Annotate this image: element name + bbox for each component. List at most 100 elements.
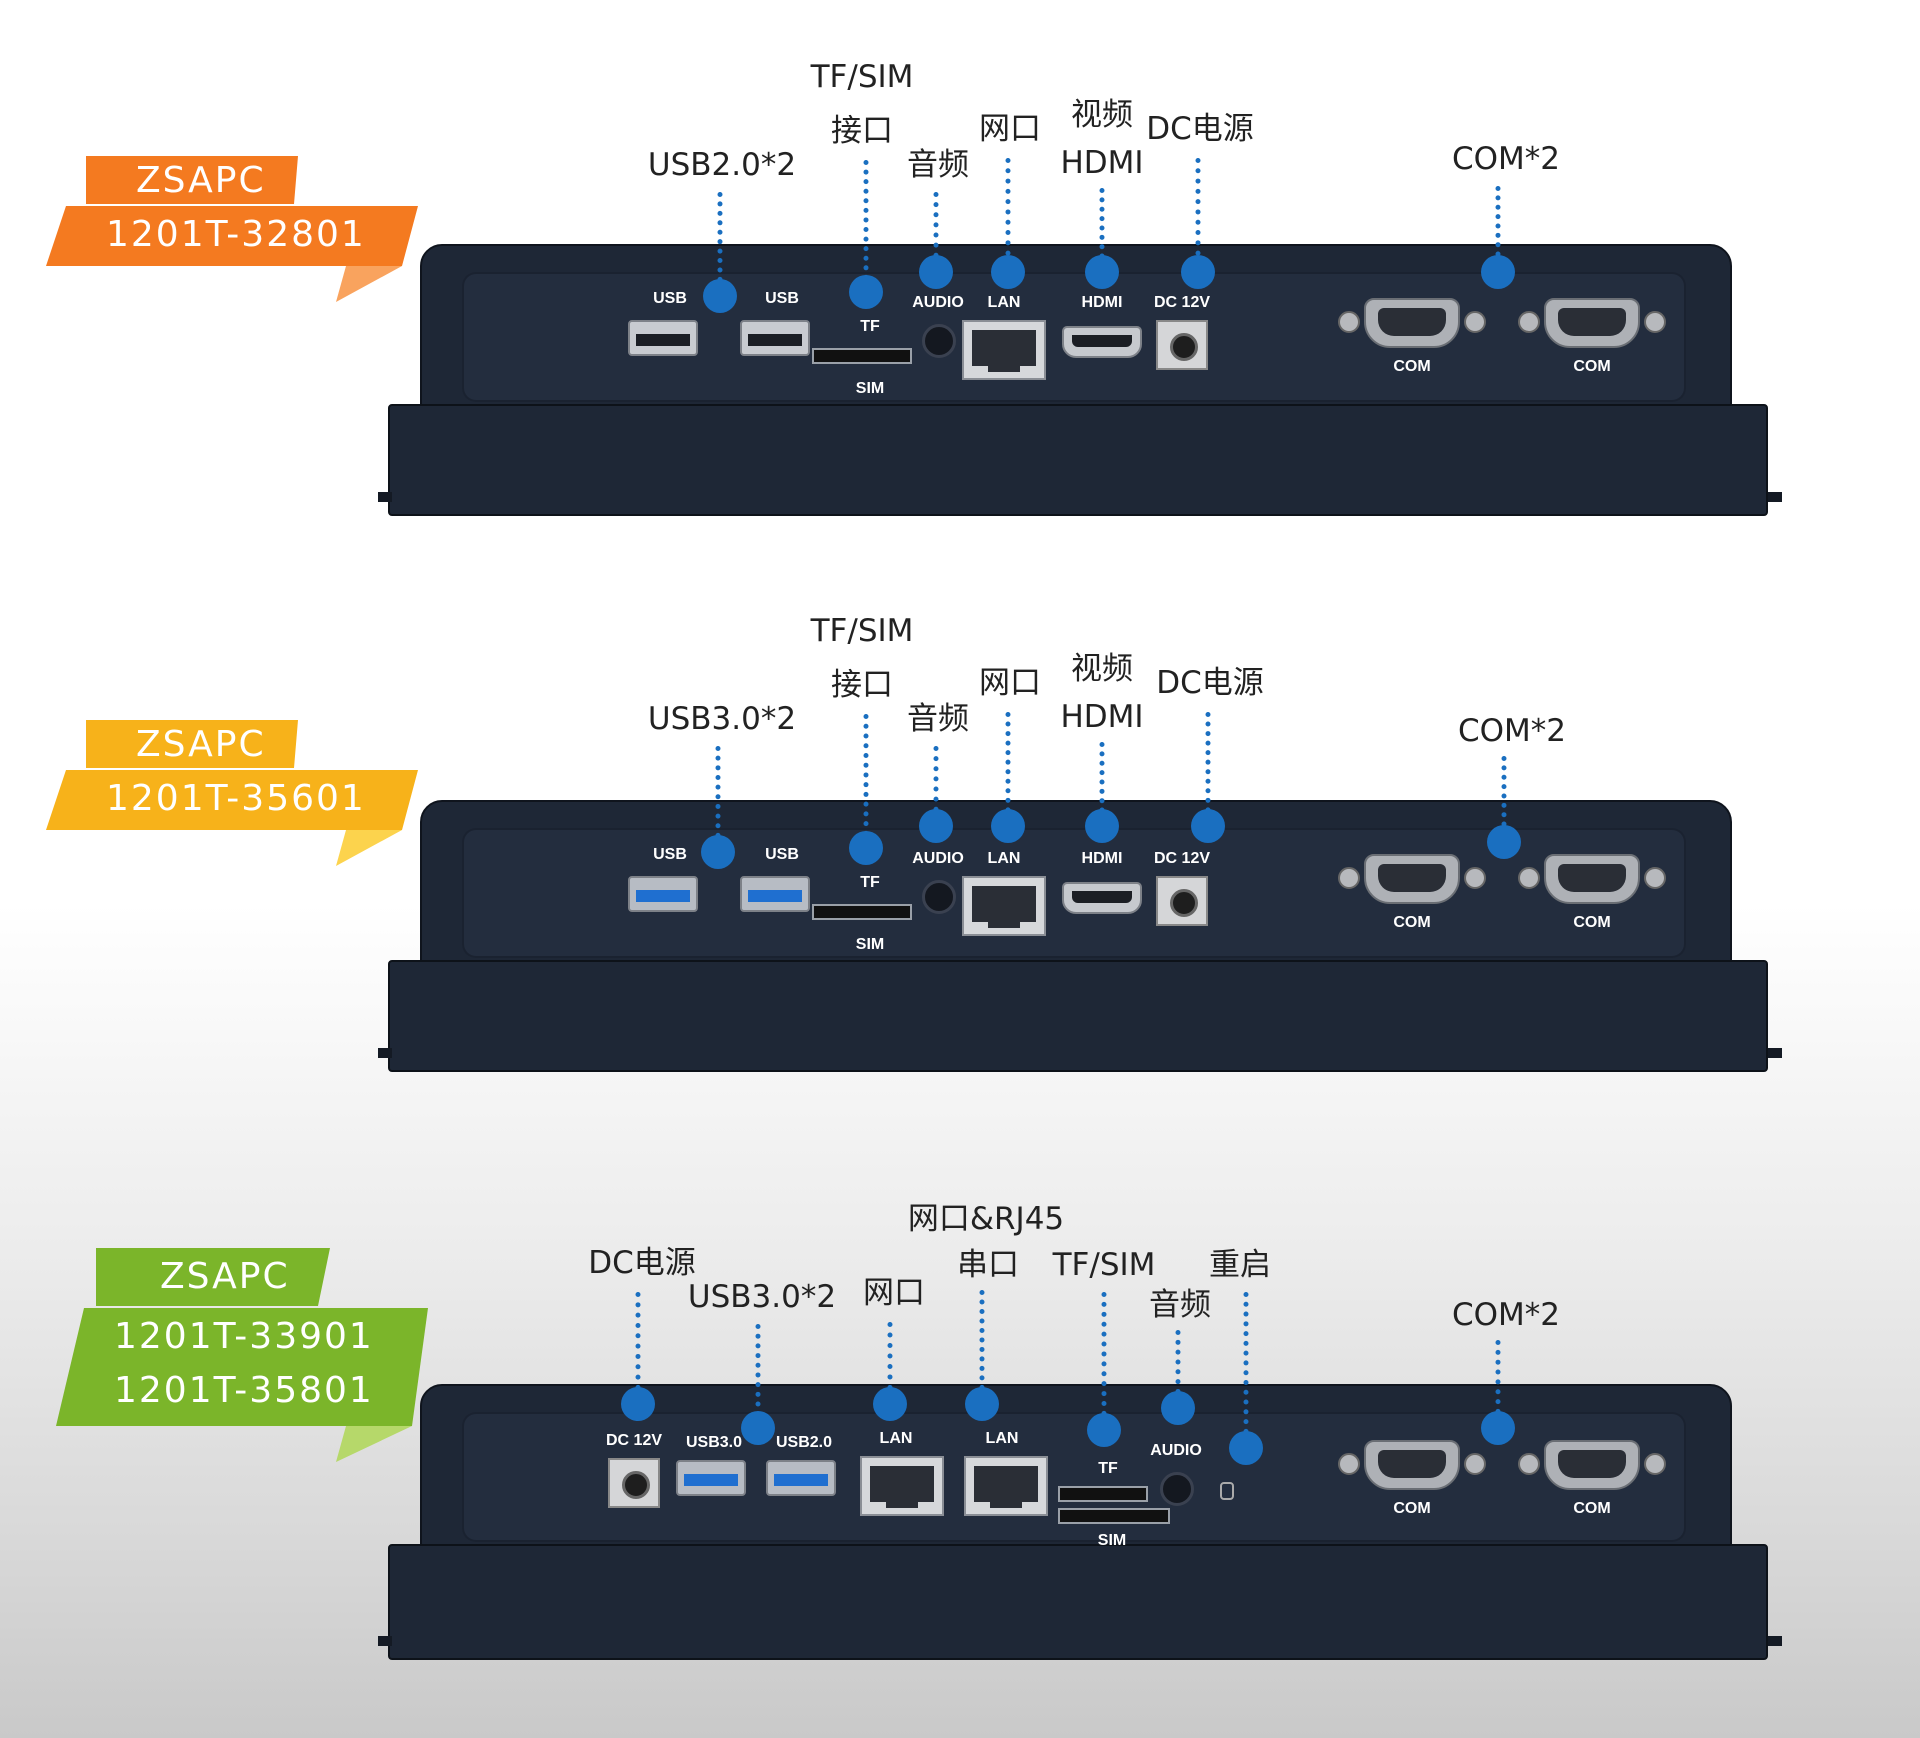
hdmi-port-label: HDMI [1081, 294, 1123, 311]
callout-dot-com [1481, 255, 1515, 289]
callout-com: COM*2 [1451, 1297, 1561, 1333]
callout-dot-com [1487, 825, 1521, 859]
audio-port-label: AUDIO [912, 294, 964, 311]
callout-dot-hdmi [1085, 809, 1119, 843]
callout-usb: USB3.0*2 [687, 1279, 837, 1315]
tf-slot-label: TF [860, 874, 880, 891]
callout-dot-tfsim [1087, 1413, 1121, 1447]
audio-jack [1160, 1472, 1194, 1506]
audio-jack [922, 880, 956, 914]
callout-dc: DC电源 [1146, 111, 1254, 147]
callout-lan: 网口 [979, 665, 1041, 701]
callout-tfsim-sub: 接口 [831, 113, 893, 149]
dc-port-label: DC 12V [1153, 850, 1211, 867]
device-io-panel: USB USB TF SIM AUDIO LAN HDMI DC 12V COM… [372, 800, 1792, 1076]
callout-dot-dc [621, 1387, 655, 1421]
callout-dot-lan [873, 1387, 907, 1421]
dc-port-label: DC 12V [605, 1432, 663, 1449]
com-port-label: COM [1393, 1500, 1431, 1517]
callout-hdmi-sub: HDMI [1060, 699, 1144, 735]
com-port-label: COM [1573, 914, 1611, 931]
callout-tfsim: TF/SIM [1052, 1247, 1156, 1283]
tf-sim-slot [812, 348, 912, 364]
usb-port-label: USB [653, 846, 687, 863]
hdmi-port-label: HDMI [1081, 850, 1123, 867]
dc-power-jack [1156, 320, 1208, 370]
reset-button [1220, 1482, 1234, 1500]
tf-sim-slot [812, 904, 912, 920]
usb2-port-label: USB2.0 [775, 1434, 833, 1451]
callout-dot-serial [965, 1387, 999, 1421]
tf-slot-label: TF [1098, 1460, 1118, 1477]
ribbon-shape [56, 1248, 428, 1462]
hdmi-port [1062, 882, 1142, 914]
usb3-port [676, 1460, 746, 1496]
audio-port-label: AUDIO [912, 850, 964, 867]
model-brand: ZSAPC [136, 160, 266, 201]
callout-dot-audio [1161, 1391, 1195, 1425]
callout-dot-lan [991, 255, 1025, 289]
callout-usb: USB3.0*2 [647, 701, 797, 737]
tf-slot-label: TF [860, 318, 880, 335]
callout-tfsim: TF/SIM [810, 613, 914, 649]
callout-hdmi: 视频 [1071, 97, 1133, 133]
device-io-panel: DC 12V USB3.0 USB2.0 LAN LAN TF SIM AUDI… [372, 1384, 1792, 1664]
callout-usb: USB2.0*2 [647, 147, 797, 183]
lan-port-label: LAN [985, 1430, 1019, 1447]
usb-port-label: USB [653, 290, 687, 307]
lan-port-label: LAN [879, 1430, 913, 1447]
lan-port-label: LAN [987, 294, 1021, 311]
callout-dot-usb [701, 835, 735, 869]
audio-jack [922, 324, 956, 358]
product-section-2: ZSAPC 1201T-35601 USB USB TF SIM AUDIO L… [46, 613, 1792, 1076]
callout-audio: 音频 [907, 701, 969, 737]
callout-dot-tfsim [849, 831, 883, 865]
callout-dot-dc [1191, 809, 1225, 843]
ribbon-shape [46, 156, 418, 302]
dc-power-jack [608, 1458, 660, 1508]
com-port [1338, 1436, 1486, 1494]
callout-com: COM*2 [1457, 713, 1567, 749]
tf-sim-slot [1058, 1486, 1148, 1502]
lan-port [962, 320, 1046, 380]
callout-serial: 串口 [957, 1247, 1019, 1283]
usb3-port-label: USB3.0 [685, 1434, 743, 1451]
callout-dot-com [1481, 1411, 1515, 1445]
callout-lan: 网口 [863, 1275, 925, 1311]
com-port-label: COM [1573, 1500, 1611, 1517]
dc-power-jack [1156, 876, 1208, 926]
com-port [1338, 294, 1486, 352]
usb-port [628, 320, 698, 356]
callout-hdmi: 视频 [1071, 651, 1133, 687]
com-port [1518, 1436, 1666, 1494]
usb-port-label: USB [765, 846, 799, 863]
callout-dc: DC电源 [588, 1245, 696, 1281]
callout-dot-usb [703, 279, 737, 313]
com-port-label: COM [1393, 914, 1431, 931]
usb-port [740, 320, 810, 356]
callout-hdmi-sub: HDMI [1060, 145, 1144, 181]
usb3-port [766, 1460, 836, 1496]
callout-audio: 音频 [907, 147, 969, 183]
model-code: 1201T-32801 [106, 214, 366, 255]
lan-port [962, 876, 1046, 936]
callout-lan: 网口 [979, 111, 1041, 147]
callout-tfsim-sub: 接口 [831, 667, 893, 703]
callout-reset: 重启 [1209, 1247, 1271, 1283]
usb3-port [740, 876, 810, 912]
hdmi-port [1062, 326, 1142, 358]
callout-dot-reset [1229, 1431, 1263, 1465]
callout-serial-top: 网口&RJ45 [907, 1201, 1065, 1237]
model-ribbon: ZSAPC 1201T-33901 1201T-35801 [56, 1248, 436, 1464]
audio-port-label: AUDIO [1150, 1442, 1202, 1459]
com-port [1518, 294, 1666, 352]
callout-dot-hdmi [1085, 255, 1119, 289]
model-brand: ZSAPC [160, 1256, 290, 1297]
callout-com: COM*2 [1451, 141, 1561, 177]
model-brand: ZSAPC [136, 724, 266, 765]
model-code: 1201T-35801 [114, 1370, 374, 1411]
model-code: 1201T-33901 [114, 1316, 374, 1357]
ribbon-shape [46, 720, 418, 866]
dc-port-label: DC 12V [1153, 294, 1211, 311]
lan-port [964, 1456, 1048, 1516]
